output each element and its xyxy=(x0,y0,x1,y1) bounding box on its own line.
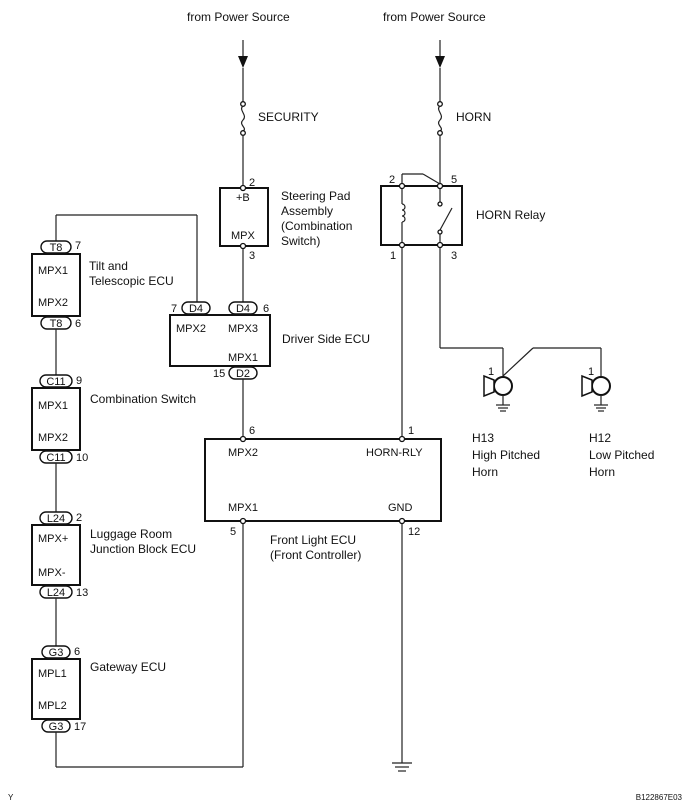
horn-h13: 1 H13 High Pitched Horn xyxy=(472,366,540,479)
luggage-pin-bottom-num: 13 xyxy=(76,587,88,599)
tilt-label-top: MPX1 xyxy=(38,265,68,277)
driver-label-mpx1: MPX1 xyxy=(228,352,258,364)
fuse-icon xyxy=(437,105,443,132)
combination-switch: C11 9 MPX1 MPX2 C11 10 Combination Switc… xyxy=(31,374,196,464)
driver-pin-bottom-num: 15 xyxy=(213,368,225,380)
horn-fuse-label: HORN xyxy=(456,110,491,124)
fuse-icon xyxy=(240,105,246,132)
luggage-label-top: MPX+ xyxy=(38,533,68,545)
steering-pad-pin-top-num: 2 xyxy=(249,177,255,189)
corner-y-label: Y xyxy=(8,793,14,802)
horn-relay-pin-1: 1 xyxy=(390,250,396,262)
comb-pin-bottom-num: 10 xyxy=(76,452,88,464)
svg-text:T8: T8 xyxy=(50,318,63,330)
tilt-name-1: Tilt and xyxy=(89,259,128,273)
fl-pin-mpx1: 5 xyxy=(230,526,236,538)
comb-pin-top-num: 9 xyxy=(76,375,82,387)
arrow-down-icon xyxy=(435,56,445,68)
horn-relay-name: HORN Relay xyxy=(476,208,545,222)
gateway-pin-bottom-num: 17 xyxy=(74,721,86,733)
driver-pin-right-num: 6 xyxy=(263,303,269,315)
figure-id: B122867E03 xyxy=(636,793,683,802)
horn-icon xyxy=(493,376,513,396)
tilt-label-bottom: MPX2 xyxy=(38,297,68,309)
ground-icon xyxy=(392,762,412,772)
luggage-label-bottom: MPX- xyxy=(38,567,66,579)
gateway-label-bottom: MPL2 xyxy=(38,700,67,712)
driver-side-ecu: D4 7 D4 6 MPX2 MPX3 MPX1 D2 15 Driver Si… xyxy=(169,301,370,380)
steering-pad-name-1: Steering Pad xyxy=(281,189,350,203)
h13-line-2: High Pitched xyxy=(472,448,540,462)
comb-label-top: MPX1 xyxy=(38,400,68,412)
fl-name-1: Front Light ECU xyxy=(270,533,356,547)
horn-feed: HORN xyxy=(435,40,491,185)
fl-pin-horn-rly: 1 xyxy=(408,425,414,437)
horn-relay: 2 5 1 3 HORN Relay xyxy=(380,173,545,262)
gateway-pin-top-num: 6 xyxy=(74,646,80,658)
luggage-name-2: Junction Block ECU xyxy=(90,542,196,556)
relay-switch-icon xyxy=(439,207,453,231)
gateway-label-top: MPL1 xyxy=(38,668,67,680)
driver-label-mpx2: MPX2 xyxy=(176,323,206,335)
svg-text:G3: G3 xyxy=(49,721,64,733)
tilt-telescopic-ecu: T8 7 MPX1 MPX2 T8 6 Tilt and Telescopic … xyxy=(31,240,174,330)
comb-label-bottom: MPX2 xyxy=(38,432,68,444)
fl-label-mpx1: MPX1 xyxy=(228,502,258,514)
steering-pad-name-4: Switch) xyxy=(281,234,320,248)
front-light-ecu: 6 1 5 12 MPX2 HORN-RLY MPX1 GND Front Li… xyxy=(204,425,442,562)
tilt-pin-top-num: 7 xyxy=(75,240,81,252)
arrow-down-icon xyxy=(238,56,248,68)
steering-pad-assembly: +B MPX 2 3 Steering Pad Assembly (Combin… xyxy=(219,177,352,262)
comb-switch-name: Combination Switch xyxy=(90,392,196,406)
tilt-pin-bottom-num: 6 xyxy=(75,318,81,330)
luggage-name-1: Luggage Room xyxy=(90,527,172,541)
power-source-left-label: from Power Source xyxy=(187,10,290,24)
horn-icon xyxy=(591,376,611,396)
driver-label-mpx3: MPX3 xyxy=(228,323,258,335)
svg-text:C11: C11 xyxy=(46,376,65,388)
relay-coil-icon xyxy=(401,203,406,223)
steering-pad-pin-top-label: +B xyxy=(236,192,250,204)
svg-text:T8: T8 xyxy=(50,242,63,254)
svg-text:C11: C11 xyxy=(46,452,65,464)
steering-pad-pin-bottom-num: 3 xyxy=(249,250,255,262)
svg-text:L24: L24 xyxy=(47,587,65,599)
fl-pin-gnd: 12 xyxy=(408,526,420,538)
security-fuse-label: SECURITY xyxy=(258,110,319,124)
h12-line-2: Low Pitched xyxy=(589,448,654,462)
fl-name-2: (Front Controller) xyxy=(270,548,361,562)
fl-pin-mpx2: 6 xyxy=(249,425,255,437)
fl-label-horn-rly: HORN-RLY xyxy=(366,447,423,459)
h13-pin: 1 xyxy=(488,366,494,378)
steering-pad-name-3: (Combination xyxy=(281,219,352,233)
gateway-ecu: G3 6 MPL1 MPL2 G3 17 Gateway ECU xyxy=(31,645,166,733)
driver-ecu-name: Driver Side ECU xyxy=(282,332,370,346)
security-feed: SECURITY xyxy=(238,40,319,185)
gateway-name: Gateway ECU xyxy=(90,660,166,674)
steering-pad-name-2: Assembly xyxy=(281,204,333,218)
svg-text:L24: L24 xyxy=(47,513,65,525)
horn-relay-pin-2: 2 xyxy=(389,174,395,186)
h12-pin: 1 xyxy=(588,366,594,378)
svg-text:D4: D4 xyxy=(189,303,203,315)
h12-line-3: Horn xyxy=(589,465,615,479)
svg-text:D2: D2 xyxy=(236,368,250,380)
tilt-name-2: Telescopic ECU xyxy=(89,274,174,288)
h12-line-1: H12 xyxy=(589,431,611,445)
power-source-right-label: from Power Source xyxy=(383,10,486,24)
fl-label-mpx2: MPX2 xyxy=(228,447,258,459)
h13-line-1: H13 xyxy=(472,431,494,445)
horn-relay-pin-5: 5 xyxy=(451,174,457,186)
fl-label-gnd: GND xyxy=(388,502,413,514)
svg-text:G3: G3 xyxy=(49,647,64,659)
h13-line-3: Horn xyxy=(472,465,498,479)
luggage-room-junction-block-ecu: L24 2 MPX+ MPX- L24 13 Luggage Room Junc… xyxy=(31,511,196,599)
svg-text:D4: D4 xyxy=(236,303,250,315)
luggage-pin-top-num: 2 xyxy=(76,512,82,524)
steering-pad-pin-bottom-label: MPX xyxy=(231,230,256,242)
driver-pin-left-num: 7 xyxy=(171,303,177,315)
horn-h12: 1 H12 Low Pitched Horn xyxy=(581,366,654,479)
horn-relay-pin-3: 3 xyxy=(451,250,457,262)
